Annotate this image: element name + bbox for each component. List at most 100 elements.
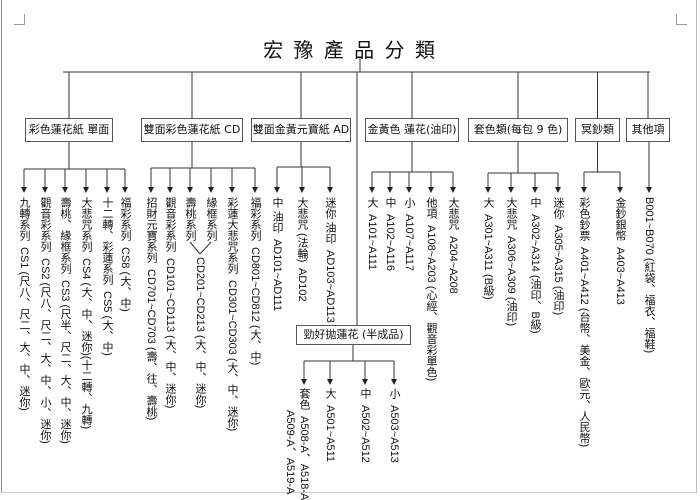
arrow-head-icon [508,187,514,193]
product-item: 福彩系列 CD801~CD812 (大、中) [248,197,261,365]
product-name: 中 [359,388,371,399]
product-item: B001~B070 (紅袋、福衣、福鞋) [642,197,655,353]
product-name: 大 [324,388,336,399]
arrow-head-icon [148,187,154,193]
arrow-head-icon [208,187,214,193]
product-code: CS5 (大、中) [101,291,113,356]
product-name: 大 [482,197,494,208]
product-name: 他項 [425,197,437,219]
arrow-head-icon [369,187,375,193]
product-item: 中 油印 AD101~AD111 [270,197,283,311]
corner-mark [14,14,25,25]
arrow-head-icon [617,187,623,193]
arrow-head-icon [301,379,307,385]
product-name: 大悲咒 [447,197,459,230]
product-code: CD301~CD303 (大、中、迷你) [226,280,238,432]
arrow-head-icon [21,187,27,193]
page-title: 宏 豫 產 品 分 類 [263,38,437,62]
product-name: 十二轉、彩蓮系列 [101,197,113,285]
product-item: 大悲咒 A204~A208 [446,197,459,294]
product-item: 中 A502~A512 [358,388,371,463]
arrow-head-icon [450,187,456,193]
arrow-head-icon [387,187,393,193]
product-name: 福彩系列 [119,197,131,241]
arrow-head-icon [187,187,193,193]
category-box: 其他項 [626,118,670,142]
arrow-head-icon [274,187,280,193]
product-code: A306~A309 (油印) [505,236,517,327]
product-code: AD102 [296,268,308,303]
product-code: A301~A311 (B級) [482,214,494,300]
product-code: A403~A413 [614,247,626,305]
product-item: 金鈔銀幣A403~A413 [613,197,626,305]
category-box: 金黃色 蓮花(油印) [365,118,459,142]
product-name: 中 [384,197,396,208]
category-box: 套色類(每包 9 色) [468,118,568,142]
product-item: 福彩系列 CS8 (大、中) [118,197,131,312]
product-name: 大 [366,197,378,208]
product-code: AD103~AD113 [324,250,336,323]
product-item: 壽桃、緣框系列 CS3 (尺半、尺二、大、中、迷你) [58,197,71,444]
arrow-head-icon [42,187,48,193]
product-code: A508-A、A518-A [298,416,310,500]
product-name: 招財元寶系列 [145,197,157,263]
product-item: 九轉系列CS1 (尺八、尺二、大、中、迷你) [17,197,30,411]
product-item: 大悲咒系列CS4 (大、中、迷你)(十二轉、九轉) [79,197,92,429]
product-name: 壽桃系列 [184,197,196,241]
product-code: A302~A314 (油印、B級) [529,214,541,334]
product-code: A305~A315 (油印) [552,225,564,316]
product-name: 緣框系列 [205,197,217,241]
product-name: 迷你 [552,197,564,219]
merge-line [199,241,212,255]
product-code: A102~A116 [384,214,396,271]
category-box: 冥鈔類 [575,118,620,142]
product-name: 套色 [298,388,310,410]
product-item: 中 A102~A116 [383,197,396,271]
product-name: 大悲咒 (法輪) [296,197,308,263]
corner-mark [676,14,687,25]
product-item: 緣框系列 [204,197,217,241]
product-item: 迷你 A305~A315 (油印) [551,197,564,315]
product-code: A509-A、A519-A [284,410,296,495]
product-item: 大 A101~A111 [365,197,378,270]
product-code: CD101~CD113 (大、中、迷你) [164,258,176,409]
product-code: A502~A512 [359,405,371,463]
product-item: 小A107~A117 [402,197,415,271]
arrow-head-icon [391,379,397,385]
product-name: 壽桃、緣框系列 [59,197,71,274]
product-code: A204~A208 [447,236,459,294]
product-code: A401~A412 (台幣、美金、歐元、人民幣) [578,247,590,448]
product-name: 迷你 油印 [324,197,336,245]
product-code: CD201~CD213 (大、中、迷你) [194,257,206,409]
product-code: CS3 (尺半、尺二、大、中、迷你) [59,280,71,444]
arrow-head-icon [167,187,173,193]
arrow-head-icon [532,187,538,193]
product-name: 福彩系列 [249,197,261,241]
product-item: 大A501~A511 [323,388,336,462]
arrow-head-icon [555,187,561,193]
arrow-head-icon [104,187,110,193]
product-item: 壽桃系列 [183,197,196,241]
product-item: 觀音彩系列CD101~CD113 (大、中、迷你) [163,197,176,408]
product-code: A108~A203 (心經、觀音彩單色) [425,225,437,382]
product-name: 中 [529,197,541,208]
category-box: 雙面彩色蓮花紙 CD [141,118,243,142]
arrow-head-icon [229,187,235,193]
product-item: 迷你 油印 AD103~AD113 [323,197,336,323]
product-code: B001~B070 (紅袋、福衣、福鞋) [643,197,655,354]
product-code: CS8 (大、中) [119,247,131,312]
product-item: 彩蓮大悲咒系列CD301~CD303 (大、中、迷你) [225,197,238,431]
arrow-head-icon [362,379,368,385]
product-code: CD801~CD812 (大、中) [249,247,261,366]
product-code: AD101~AD111 [271,239,283,312]
product-name: 中 油印 [271,197,283,234]
product-item: 小 A503~A513 [387,388,400,463]
product-code: A101~A111 [366,214,378,271]
product-name: 小 [388,388,400,399]
arrow-head-icon [485,187,491,193]
product-name: 九轉系列 [18,197,30,241]
product-code: A503~A513 [388,405,400,463]
product-item: 他項 A108~A203 (心經、觀音彩單色) [424,197,437,381]
arrow-head-icon [299,187,305,193]
